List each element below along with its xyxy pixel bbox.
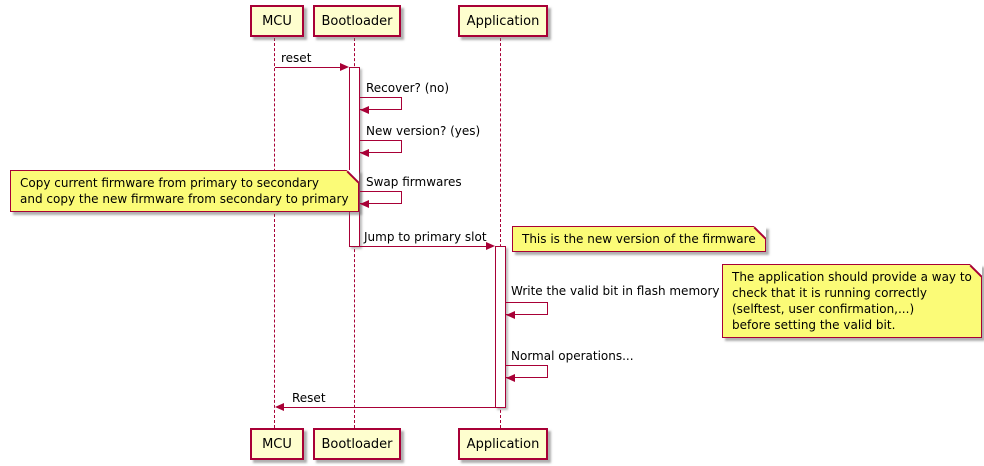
arrowhead-left-icon [360, 149, 369, 157]
self-message-arrow [360, 140, 402, 157]
participant-bootloader-bottom: Bootloader [313, 428, 401, 460]
self-message-arrow [506, 302, 548, 319]
lifeline-mcu [274, 33, 275, 428]
note-new-version: This is the new version of the firmware [512, 225, 767, 252]
activation-application [495, 246, 506, 408]
arrowhead-left-icon [360, 200, 369, 208]
participant-application-top: Application [458, 5, 548, 37]
participant-mcu-top: MCU [250, 5, 304, 37]
self-message-arrow [506, 365, 548, 382]
message-recover-label: Recover? (no) [366, 81, 450, 95]
message-normal-operations-label: Normal operations... [511, 349, 634, 363]
message-jump-label: Jump to primary slot [364, 230, 487, 244]
participant-mcu-bottom: MCU [250, 428, 304, 460]
participant-label: Application [466, 436, 540, 452]
participant-label: Bootloader [321, 13, 393, 29]
note-new-version-text: This is the new version of the firmware [522, 232, 756, 246]
self-message-arrow [360, 97, 402, 114]
message-reset-label: reset [281, 51, 312, 65]
note-selftest: The application should provide a way to … [722, 263, 983, 338]
message-jump-line [360, 246, 486, 247]
message-write-valid-bit-label: Write the valid bit in flash memory [511, 284, 720, 298]
arrowhead-left-icon [275, 403, 284, 411]
note-selftest-text: The application should provide a way to … [732, 270, 972, 332]
arrowhead-left-icon [506, 311, 515, 319]
self-message-arrow [360, 191, 402, 208]
participant-label: Application [466, 13, 540, 29]
participant-label: MCU [262, 436, 292, 452]
message-reset-line [275, 67, 341, 68]
arrowhead-left-icon [506, 374, 515, 382]
arrowhead-left-icon [360, 106, 369, 114]
message-new-version-label: New version? (yes) [366, 124, 481, 138]
note-copy-firmware: Copy current firmware from primary to se… [10, 169, 360, 212]
activation-bootloader [349, 67, 360, 247]
message-reset-return-line [284, 407, 495, 408]
arrowhead-right-icon [340, 63, 349, 71]
message-reset-return-label: Reset [292, 391, 326, 405]
note-copy-firmware-text: Copy current firmware from primary to se… [20, 176, 349, 206]
arrowhead-right-icon [486, 242, 495, 250]
participant-label: Bootloader [321, 436, 393, 452]
message-swap-label: Swap firmwares [366, 175, 462, 189]
participant-application-bottom: Application [458, 428, 548, 460]
participant-label: MCU [262, 13, 292, 29]
participant-bootloader-top: Bootloader [313, 5, 401, 37]
lifeline-application [500, 33, 501, 428]
